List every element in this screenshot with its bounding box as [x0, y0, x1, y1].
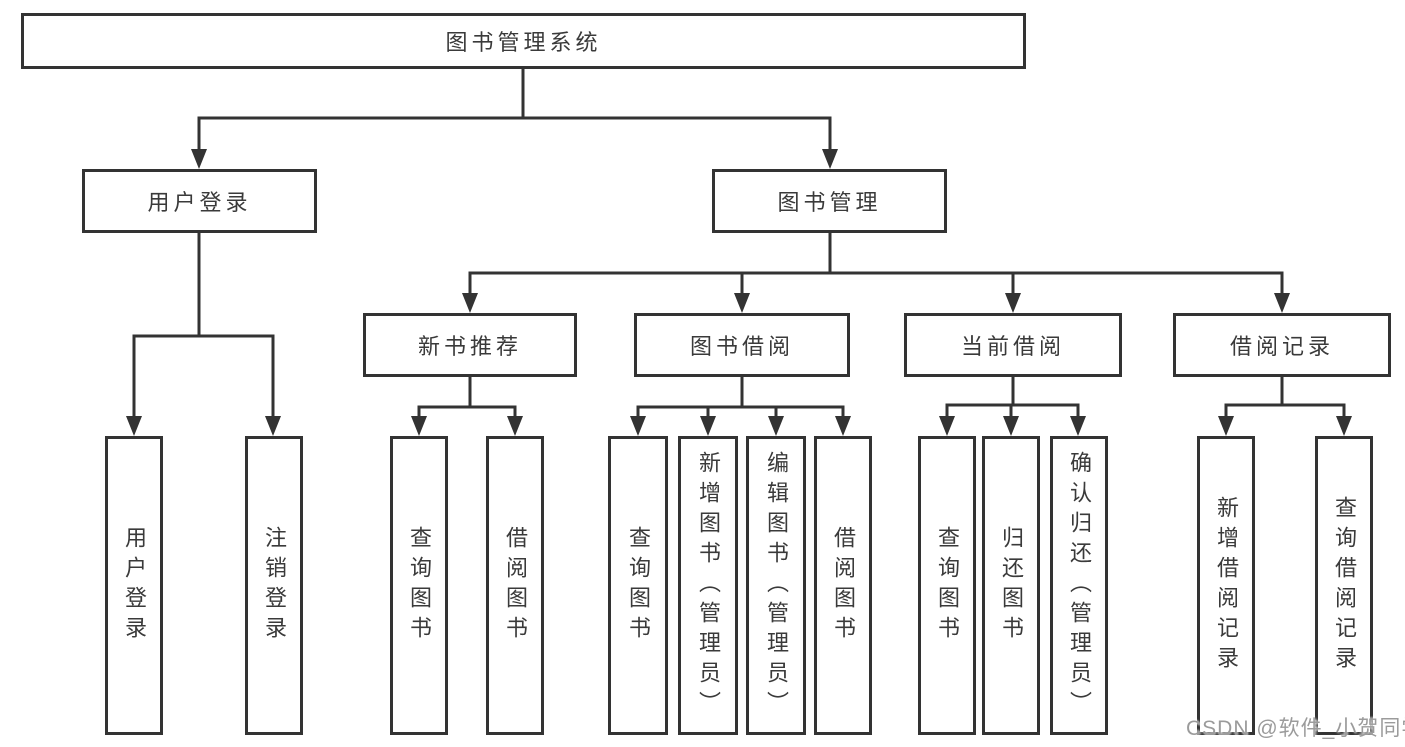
leaf-add-books-admin-label: 新增图书（管理员）: [696, 450, 721, 721]
leaf-borrow-books-label: 借阅图书: [831, 525, 856, 646]
connector-current-borrow-to-leaves: [945, 377, 1080, 419]
leaf-recommend-borrow-books: 借阅图书: [486, 436, 544, 735]
leaf-logout: 注销登录: [245, 436, 303, 735]
connector-borrow-records-to-leaves: [1224, 377, 1346, 419]
leaf-add-books-admin: 新增图书（管理员）: [678, 436, 738, 735]
leaf-recommend-query-books-label: 查询图书: [407, 525, 432, 646]
node-book-management: 图书管理: [712, 169, 947, 233]
node-borrow-records-label: 借阅记录: [1229, 334, 1334, 359]
leaf-return-books-label: 归还图书: [999, 525, 1024, 646]
node-new-book-recommend-label: 新书推荐: [417, 334, 522, 359]
leaf-borrow-books: 借阅图书: [814, 436, 872, 735]
connector-book-management-to-level3: [468, 233, 1284, 296]
connector-book-borrow-to-leaves: [636, 377, 845, 419]
connector-new-book-recommend-to-leaves: [417, 377, 517, 419]
node-book-borrow: 图书借阅: [634, 313, 850, 377]
leaf-current-query-books-label: 查询图书: [935, 525, 960, 646]
leaf-borrow-query-books: 查询图书: [608, 436, 668, 735]
leaf-edit-books-admin: 编辑图书（管理员）: [746, 436, 806, 735]
leaf-recommend-query-books: 查询图书: [390, 436, 448, 735]
node-root-label: 图书管理系统: [445, 30, 602, 55]
leaf-add-borrow-record-label: 新增借阅记录: [1214, 495, 1239, 676]
leaf-query-borrow-record-label: 查询借阅记录: [1332, 495, 1357, 676]
leaf-confirm-return-admin-label: 确认归还（管理员）: [1067, 450, 1092, 721]
arrowheads: [126, 149, 1352, 436]
node-current-borrow-label: 当前借阅: [960, 334, 1065, 359]
connector-root-to-level2: [197, 69, 832, 152]
node-book-management-label: 图书管理: [777, 190, 882, 215]
leaf-query-borrow-record: 查询借阅记录: [1315, 436, 1373, 735]
leaf-current-query-books: 查询图书: [918, 436, 976, 735]
node-current-borrow: 当前借阅: [904, 313, 1122, 377]
leaf-edit-books-admin-label: 编辑图书（管理员）: [764, 450, 789, 721]
leaf-add-borrow-record: 新增借阅记录: [1197, 436, 1255, 735]
leaf-borrow-query-books-label: 查询图书: [626, 525, 651, 646]
leaf-confirm-return-admin: 确认归还（管理员）: [1050, 436, 1108, 735]
node-new-book-recommend: 新书推荐: [363, 313, 577, 377]
node-user-login: 用户登录: [82, 169, 317, 233]
leaf-user-login: 用户登录: [105, 436, 163, 735]
node-root-library-system: 图书管理系统: [21, 13, 1026, 69]
node-borrow-records: 借阅记录: [1173, 313, 1391, 377]
csdn-watermark: CSDN @软件_小贺同学: [1186, 717, 1405, 740]
leaf-user-login-label: 用户登录: [122, 525, 147, 646]
leaf-recommend-borrow-books-label: 借阅图书: [503, 525, 528, 646]
connector-user-login-to-leaves: [132, 232, 275, 419]
leaf-logout-label: 注销登录: [262, 525, 287, 646]
node-user-login-label: 用户登录: [147, 190, 252, 215]
node-book-borrow-label: 图书借阅: [689, 334, 794, 359]
leaf-return-books: 归还图书: [982, 436, 1040, 735]
